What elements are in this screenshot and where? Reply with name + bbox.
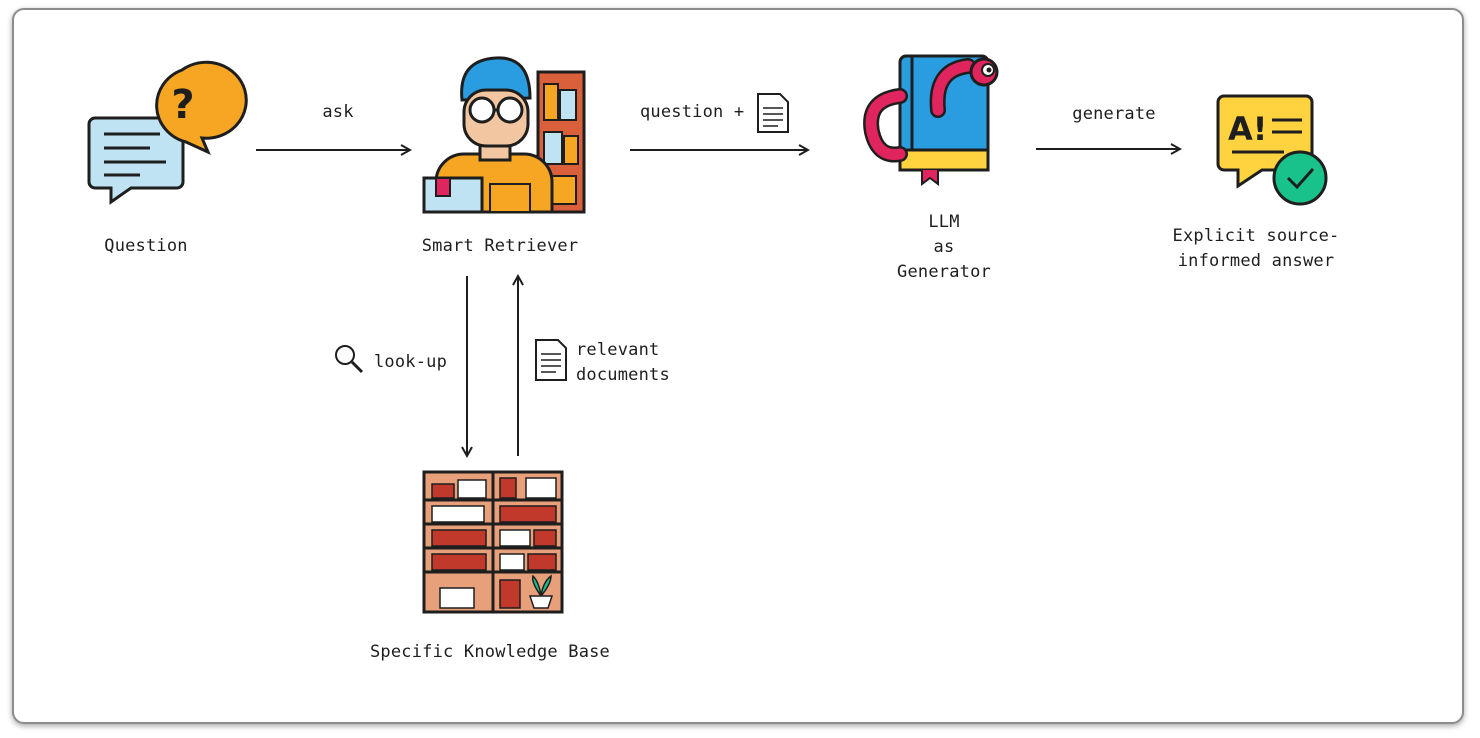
document-icon: [535, 339, 567, 381]
worm-book-icon: [863, 54, 999, 186]
node-label-llm: LLM as Generator: [897, 212, 991, 282]
node-label-answer: Explicit source- informed answer: [1172, 226, 1340, 271]
svg-text:?: ?: [171, 82, 194, 128]
magnifier-icon: [335, 345, 364, 374]
edge-label-generate: generate: [1072, 104, 1156, 124]
edge-label-lookup: look-up: [374, 352, 448, 372]
edge-label-relevant: relevant documents: [576, 340, 670, 385]
document-icon: [757, 93, 789, 133]
bookshelf-icon: [422, 470, 564, 614]
edge-label-ask: ask: [322, 102, 354, 122]
ai-answer-check-icon: A!: [1216, 94, 1328, 206]
node-label-retriever: Smart Retriever: [421, 236, 579, 256]
question-chat-icon: ?: [87, 60, 248, 205]
librarian-icon: [422, 56, 586, 214]
edge-label-question-plus: question +: [640, 102, 745, 122]
node-label-knowledge-base: Specific Knowledge Base: [369, 642, 611, 662]
svg-text:A!: A!: [1228, 110, 1267, 148]
node-label-question: Question: [104, 236, 188, 256]
